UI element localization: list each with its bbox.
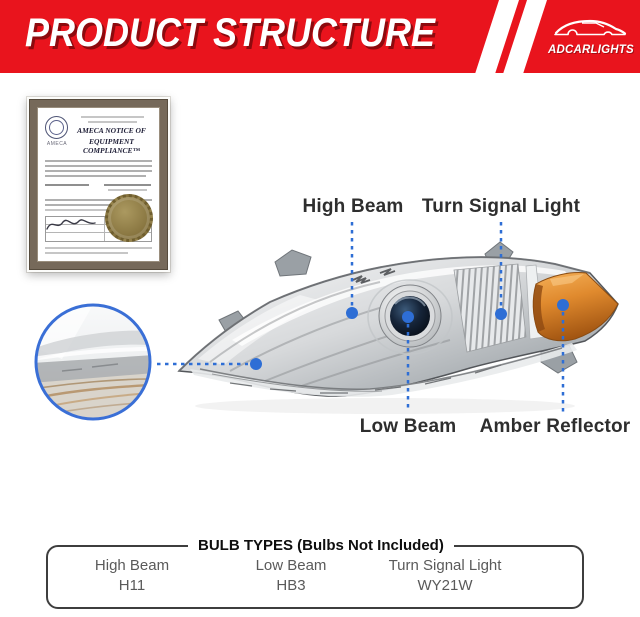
bulb-column-name: Turn Signal Light (388, 557, 502, 574)
turn-signal-label: Turn Signal Light (421, 196, 581, 217)
turn-signal-reflector (453, 263, 527, 353)
amber-reflector-label: Amber Reflector (479, 416, 631, 437)
certificate-title-line2: EQUIPMENT COMPLIANCE™ (82, 137, 141, 155)
signature-icon (45, 215, 97, 238)
bulb-column-high-beam: High Beam H11 (95, 556, 169, 595)
certificate-table (45, 216, 152, 242)
bulb-column-low-beam: Low Beam HB3 (256, 556, 327, 595)
certificate-frame: AMECA AMECA NOTICE OF EQUIPMENT COMPLIAN… (30, 100, 167, 269)
bulb-types-box: BULB TYPES (Bulbs Not Included) High Bea… (46, 537, 584, 609)
header-banner: PRODUCT STRUCTURE ADCARLIGHTS (0, 0, 640, 78)
bulb-column-value: HB3 (276, 576, 306, 594)
brand-name: ADCARLIGHTS (548, 44, 634, 56)
low-beam-label: Low Beam (359, 416, 457, 437)
page-title: PRODUCT STRUCTURE (25, 11, 435, 55)
bulb-column-value: H11 (118, 576, 146, 594)
bulb-column-name: High Beam (94, 557, 170, 574)
ameca-emblem-icon (45, 116, 68, 139)
magnifier-detail-icon (34, 303, 152, 421)
certificate-letterhead (73, 116, 152, 123)
projector-lens (367, 279, 453, 355)
bulb-column-turn-signal: Turn Signal Light WY21W (389, 556, 502, 595)
certificate-body-text (45, 160, 152, 242)
high-beam-label: High Beam (302, 196, 404, 217)
bulb-column-value: WY21W (417, 576, 473, 594)
headlight-illustration (170, 240, 632, 418)
ameca-emblem-caption: AMECA (46, 141, 68, 147)
bulb-column-name: Low Beam (255, 557, 327, 574)
gold-seal-icon (105, 194, 153, 242)
lens-detail-magnifier (32, 301, 154, 423)
brand-logo: ADCARLIGHTS (548, 17, 634, 56)
certificate-fineprint (45, 244, 152, 257)
compliance-certificate: AMECA AMECA NOTICE OF EQUIPMENT COMPLIAN… (27, 97, 170, 272)
certificate-title-line1: AMECA NOTICE OF (77, 126, 146, 135)
headlight-shadow (195, 398, 575, 414)
amber-reflector-part (532, 272, 619, 342)
bulb-types-title: BULB TYPES (Bulbs Not Included) (188, 537, 454, 554)
car-silhouette-icon (554, 19, 627, 36)
